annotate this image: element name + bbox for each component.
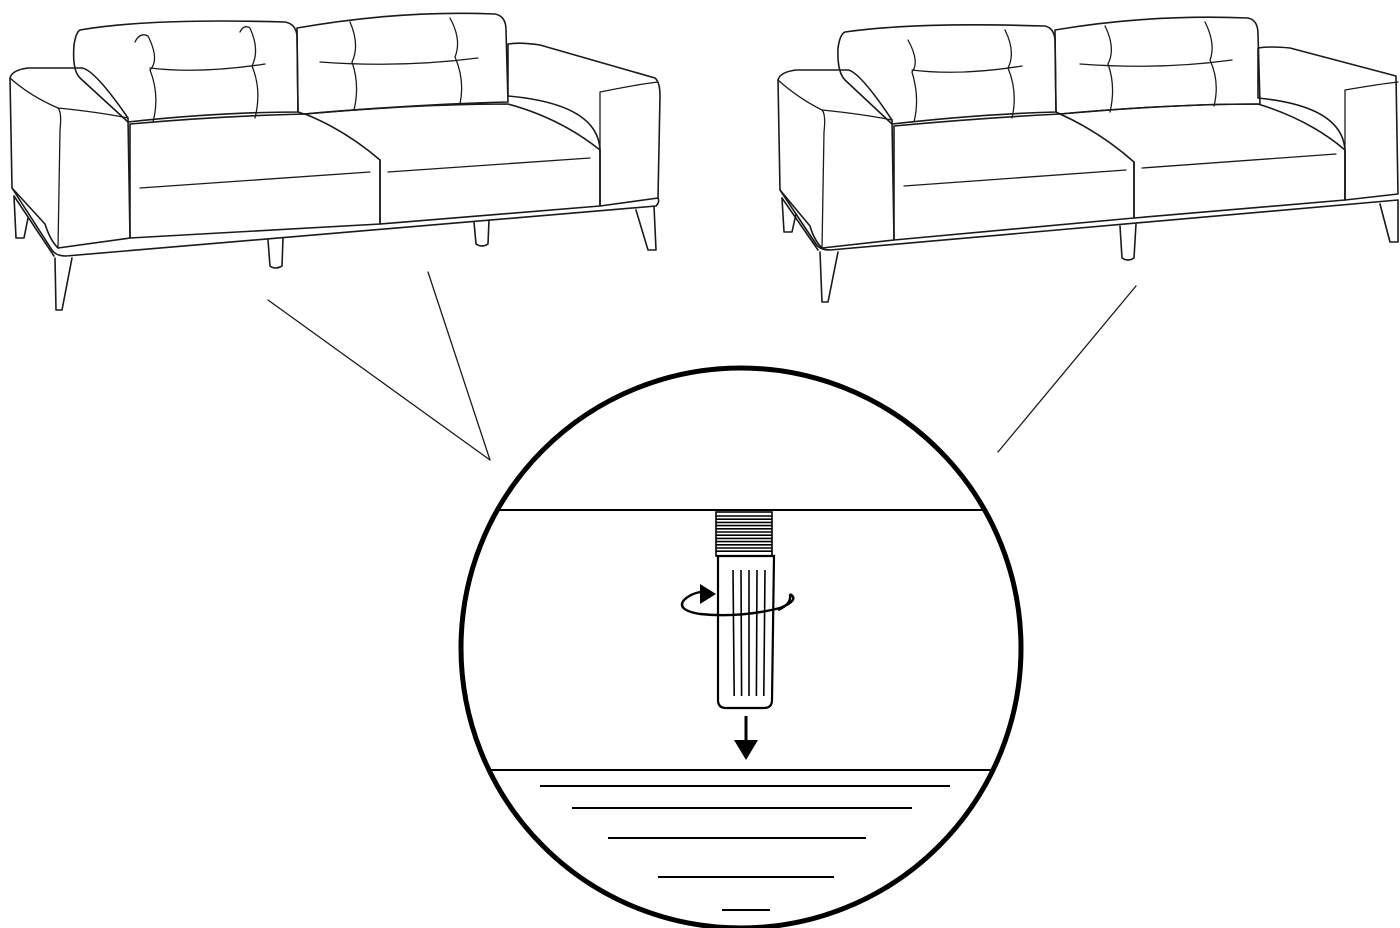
sofa-right-base-frame	[779, 189, 1399, 251]
sofa-left-leg-5	[635, 205, 657, 251]
sofa-right-leg-4	[1379, 199, 1399, 243]
sofa-right-back-cushion-left	[837, 24, 1057, 125]
sofa-right-leg-1	[781, 197, 797, 233]
screw-leg-icon	[716, 554, 776, 710]
zoom-circle	[458, 365, 1024, 928]
sofa-right-tufting	[907, 21, 1233, 123]
sofa-left-seat-cushion-left	[129, 113, 381, 239]
leg-groove	[732, 569, 735, 697]
sofa-left-leg-2	[54, 257, 73, 311]
floor-hatching	[540, 785, 950, 911]
leg-groove	[755, 569, 758, 697]
sofa-right-seat-cushion-right	[1059, 103, 1346, 219]
leg-groove	[740, 569, 743, 697]
sofa-right-arm-right	[1257, 46, 1399, 201]
sofa-left-tufting	[134, 17, 479, 123]
sofa-left-leg-3	[267, 237, 284, 269]
sofa-right-seat-cushion-left	[893, 113, 1135, 241]
sofa-left-back-cushion-left	[72, 20, 299, 123]
sofa-left-base-frame	[11, 187, 660, 257]
sofa-left-seat-cushion-right	[304, 103, 601, 225]
sofa-right-arm-left	[777, 69, 895, 249]
sofa-left-arm-left	[9, 67, 131, 249]
sofa-right	[777, 16, 1399, 303]
sofa-right-leg-2	[819, 251, 839, 303]
sofa-left-leg-1	[13, 195, 29, 239]
sofa-left	[9, 12, 661, 311]
callout-lines	[267, 271, 1137, 461]
down-arrow-icon	[734, 716, 758, 760]
zoom-detail	[458, 365, 1024, 928]
sofa-left-leg-4	[473, 219, 490, 247]
sofa-left-arm-right	[507, 42, 661, 207]
threaded-bolt	[715, 511, 773, 557]
leg-groove	[763, 569, 766, 697]
sofa-right-leg-3	[1119, 223, 1137, 261]
rotate-arrow-icon	[680, 584, 795, 617]
